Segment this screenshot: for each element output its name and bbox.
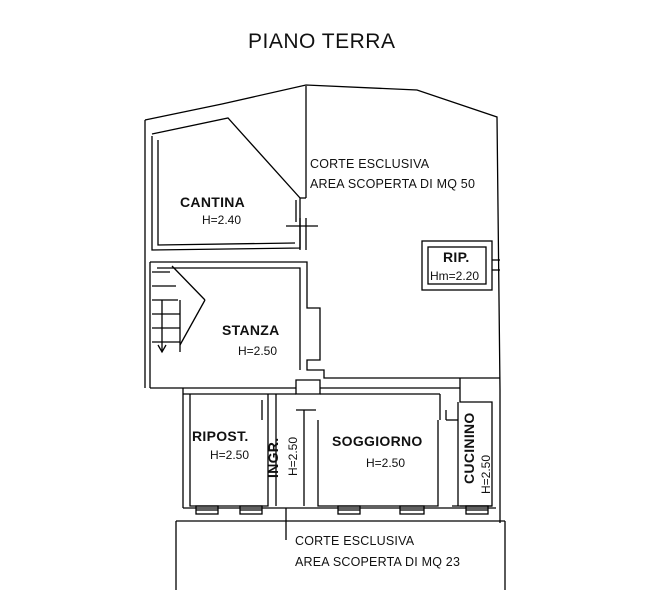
soggiorno-walls	[317, 420, 439, 507]
rip-label: RIP.	[443, 249, 470, 265]
cantina-label: CANTINA	[180, 194, 246, 210]
stanza-height: H=2.50	[238, 344, 278, 358]
south-courtyard-area: AREA SCOPERTA DI MQ 23	[295, 555, 461, 569]
cantina-walls	[151, 117, 301, 251]
cantina-height: H=2.40	[202, 213, 242, 227]
outer-boundary	[144, 84, 501, 523]
soggiorno-height: H=2.50	[366, 456, 406, 470]
stanza-walls	[150, 261, 500, 379]
north-courtyard-label: CORTE ESCLUSIVA	[310, 157, 430, 171]
staircase	[152, 265, 206, 354]
ripostiglio-label: RIPOST.	[192, 428, 249, 444]
rip-storage	[421, 240, 500, 291]
cucinino-label: CUCININO	[461, 412, 477, 484]
ripostiglio-walls	[189, 394, 269, 507]
cucinino-height: H=2.50	[479, 454, 493, 494]
stanza-label: STANZA	[222, 322, 280, 338]
south-courtyard-label: CORTE ESCLUSIVA	[295, 534, 415, 548]
page-title: PIANO TERRA	[248, 30, 396, 53]
ripostiglio-height: H=2.50	[210, 448, 250, 462]
rip-height: Hm=2.20	[430, 269, 480, 283]
north-courtyard-area: AREA SCOPERTA DI MQ 50	[310, 177, 476, 191]
window-marks	[195, 505, 489, 515]
ingresso-height: H=2.50	[286, 436, 300, 476]
soggiorno-label: SOGGIORNO	[332, 433, 423, 449]
ingresso-label: INGR.	[265, 437, 281, 478]
